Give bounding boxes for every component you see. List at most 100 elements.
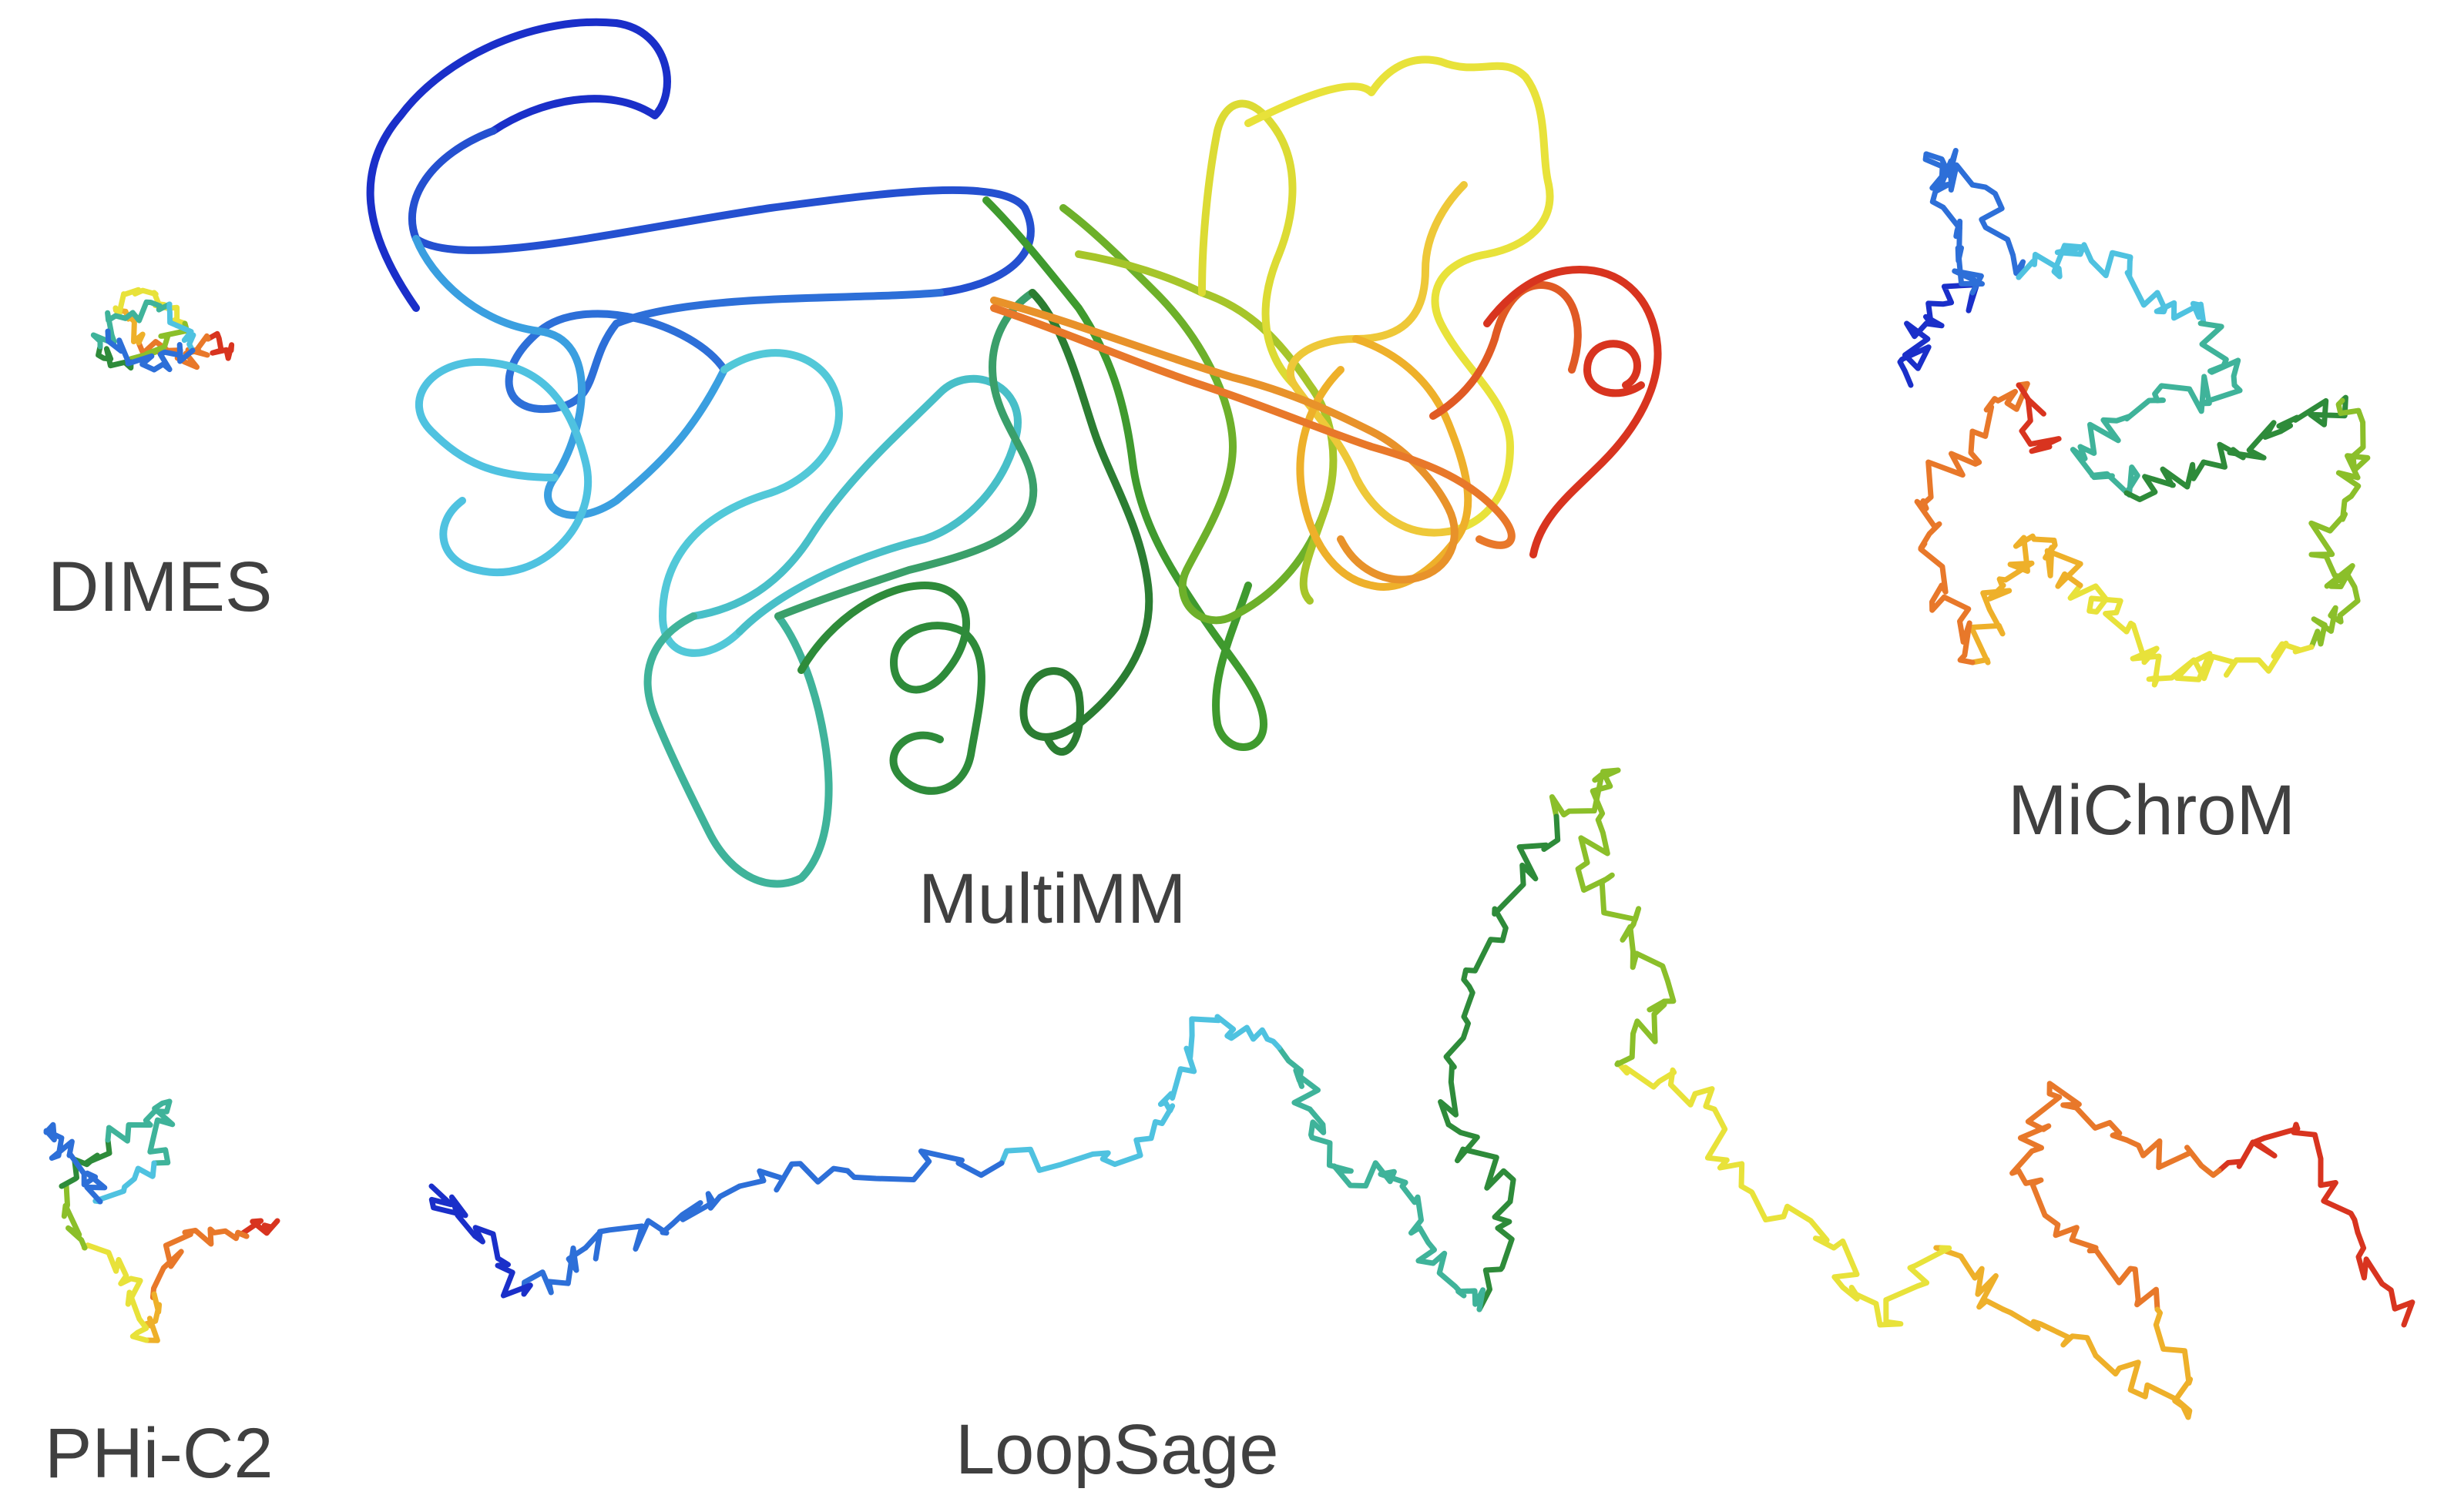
polymer-segment	[147, 1098, 176, 1166]
polymer-segment	[1692, 1086, 1745, 1189]
polymer-segment	[1996, 533, 2037, 589]
polymer-segment	[1399, 1183, 1437, 1266]
polymer-segment	[2009, 1091, 2063, 1176]
polymer-segment	[1952, 218, 1985, 296]
polymer-segment	[1615, 1060, 1698, 1108]
polymer-segment	[2308, 598, 2361, 650]
michrom-label: MiChroM	[2008, 771, 2296, 850]
polymer-segment	[472, 1225, 533, 1299]
polymer-segment	[2146, 651, 2238, 682]
polymer-segment	[2308, 551, 2361, 604]
polymer-segment	[59, 1137, 112, 1189]
polymer-segment	[238, 1218, 280, 1239]
phic2-structure	[43, 1098, 280, 1343]
polymer-segment	[1831, 1238, 1883, 1328]
polymer-segment	[2123, 620, 2162, 688]
polymer-segment	[660, 1183, 743, 1235]
polymer-segment	[2123, 459, 2207, 502]
polymer-segment	[1276, 1044, 1321, 1112]
polymer-segment	[1214, 1014, 1282, 1051]
polymer-segment	[128, 320, 190, 365]
polymer-segment	[1914, 498, 1949, 595]
michrom-structure	[1897, 148, 2371, 688]
polymer-segment	[1922, 151, 1962, 240]
polymer-segment	[90, 310, 119, 350]
polymer-segment	[2291, 1121, 2361, 1235]
polymer-segment	[1549, 767, 1621, 820]
polymer-segment	[112, 299, 173, 324]
polymer-segment	[2201, 420, 2284, 470]
polymer-segment	[59, 1182, 88, 1251]
polymer-segment	[1575, 860, 1642, 927]
polymer-segment	[1168, 1014, 1222, 1101]
polymer-segment	[1877, 1245, 1952, 1328]
multimm-structure	[366, 18, 1662, 888]
polymer-segment	[1929, 582, 1976, 665]
polymer-segment	[428, 1183, 485, 1245]
polymer-segment	[1331, 1160, 1408, 1189]
polymer-segment	[43, 1121, 75, 1161]
polymer-segment	[182, 333, 211, 370]
polymer-segment	[2123, 1137, 2222, 1178]
polymer-segment	[1492, 813, 1561, 917]
polymer-segment	[125, 1276, 149, 1343]
polymer-segment	[2067, 582, 2130, 635]
polymer-segment	[2086, 1245, 2160, 1313]
polymer-segment	[1933, 1245, 2006, 1313]
polymer-segment	[2154, 290, 2207, 327]
polymer-segment	[1738, 1183, 1837, 1251]
polymer-segment	[2153, 1306, 2194, 1420]
polymer-segment	[1969, 582, 2013, 665]
polymer-segment	[844, 1148, 1005, 1182]
polymer-segment	[182, 1226, 250, 1247]
polymer-segment	[1438, 1014, 1471, 1128]
polymer-segment	[1614, 998, 1667, 1068]
polymer-segment	[2077, 397, 2166, 456]
polymer-segment	[92, 1160, 157, 1205]
polymer-segment	[2016, 382, 2062, 454]
polymer-segment	[2308, 470, 2362, 558]
polymer-segment	[105, 1098, 173, 1144]
polymer-segment	[143, 1291, 163, 1343]
polymer-segment	[2216, 1121, 2301, 1174]
polymer-segment	[2197, 320, 2241, 388]
polymer-segment	[2152, 374, 2243, 414]
polymer-segment	[166, 301, 196, 354]
polymer-segment	[1620, 921, 1677, 1004]
polymer-segment	[66, 1152, 108, 1205]
polymer-segment	[737, 1161, 851, 1193]
polymer-segment	[999, 1146, 1143, 1173]
polymer-segment	[2000, 1306, 2099, 1359]
polymer-segment	[1430, 1250, 1486, 1313]
polymer-segment	[582, 1218, 670, 1262]
polymer-segment	[2070, 444, 2140, 498]
polymer-segment	[2031, 536, 2083, 589]
polymer-segment	[2355, 1229, 2415, 1328]
polymer-segment	[2016, 1168, 2099, 1251]
polymer-segment	[81, 1242, 134, 1286]
polymer-segment	[2276, 394, 2348, 434]
polymer-segment	[2077, 242, 2160, 308]
polymer-segment	[105, 328, 157, 373]
polymer-segment	[1476, 1199, 1515, 1313]
polymer-segment	[2093, 1353, 2193, 1420]
polymer-segment	[151, 342, 196, 373]
polymer-segment	[1133, 1091, 1176, 1158]
polymer-segment	[2224, 640, 2315, 678]
polymer-segment	[1923, 148, 1976, 193]
polymer-segment	[2335, 397, 2371, 481]
polymer-segment	[1461, 906, 1509, 1020]
polymer-segment	[521, 1245, 589, 1297]
multimm-label: MultiMM	[918, 860, 1187, 938]
polymer-segment	[1307, 1106, 1354, 1174]
polymer-segment	[1923, 282, 1980, 329]
polymer-segment	[1969, 182, 2026, 280]
polymer-segment	[1578, 767, 1621, 866]
polymer-segment	[1918, 428, 1982, 511]
polymer-segment	[1897, 320, 1932, 388]
polymer-segment	[2016, 243, 2086, 280]
polymer-segment	[1969, 381, 2030, 439]
phic2-label: PHi-C2	[45, 1414, 274, 1493]
